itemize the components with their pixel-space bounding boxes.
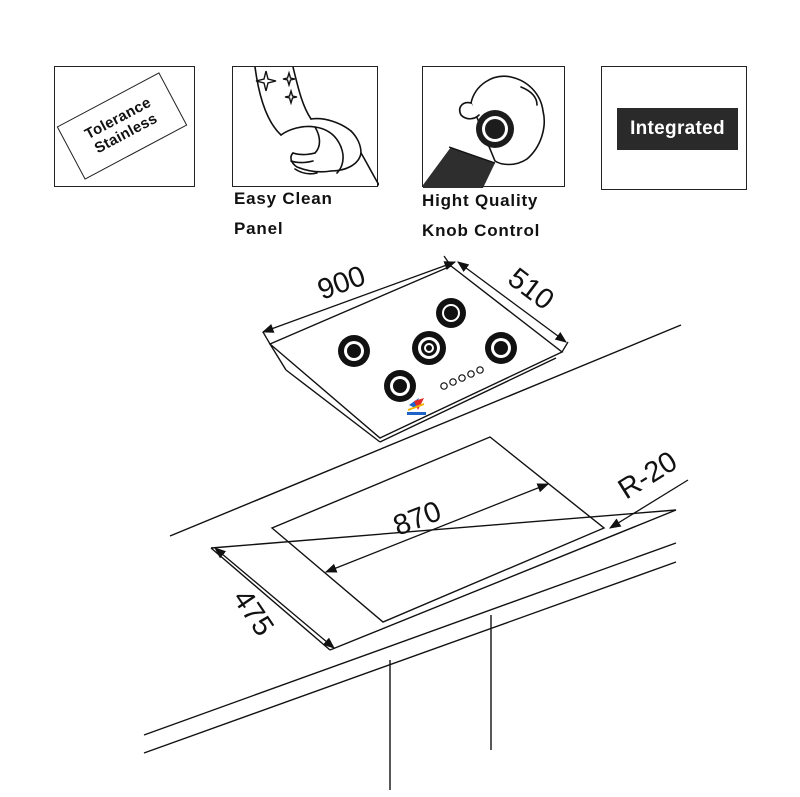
hob-width-label: 900 [313,260,369,307]
panel-label: Panel [234,219,284,238]
brand-logo-icon [407,398,426,415]
cutout-depth-label: 475 [226,584,280,642]
easy-clean-label: Easy Clean [234,189,333,208]
knob-control-label: Knob Control [422,221,541,240]
knob-control-caption: Hight Quality Knob Control [422,186,540,246]
burner-icon [384,370,416,402]
hob-depth-label: 510 [502,262,560,317]
burner-icon [436,298,466,328]
burner-icon [485,332,517,364]
hand-washing-icon [254,67,379,186]
control-knobs [440,366,484,390]
dimension-lines [214,255,689,649]
corner-radius-label: R-20 [613,445,683,505]
cutout-width-label: 870 [389,495,446,542]
cutout [270,436,606,623]
burner-icon [412,331,446,365]
knob-control-panel [422,66,565,188]
hight-quality-label: Hight Quality [422,191,539,210]
easy-clean-panel [232,66,379,187]
burner-icon [338,335,370,367]
easy-clean-caption: Easy Clean Panel [234,184,333,244]
knob-hand-icon [423,75,545,188]
integrated-badge: Integrated [617,108,738,150]
